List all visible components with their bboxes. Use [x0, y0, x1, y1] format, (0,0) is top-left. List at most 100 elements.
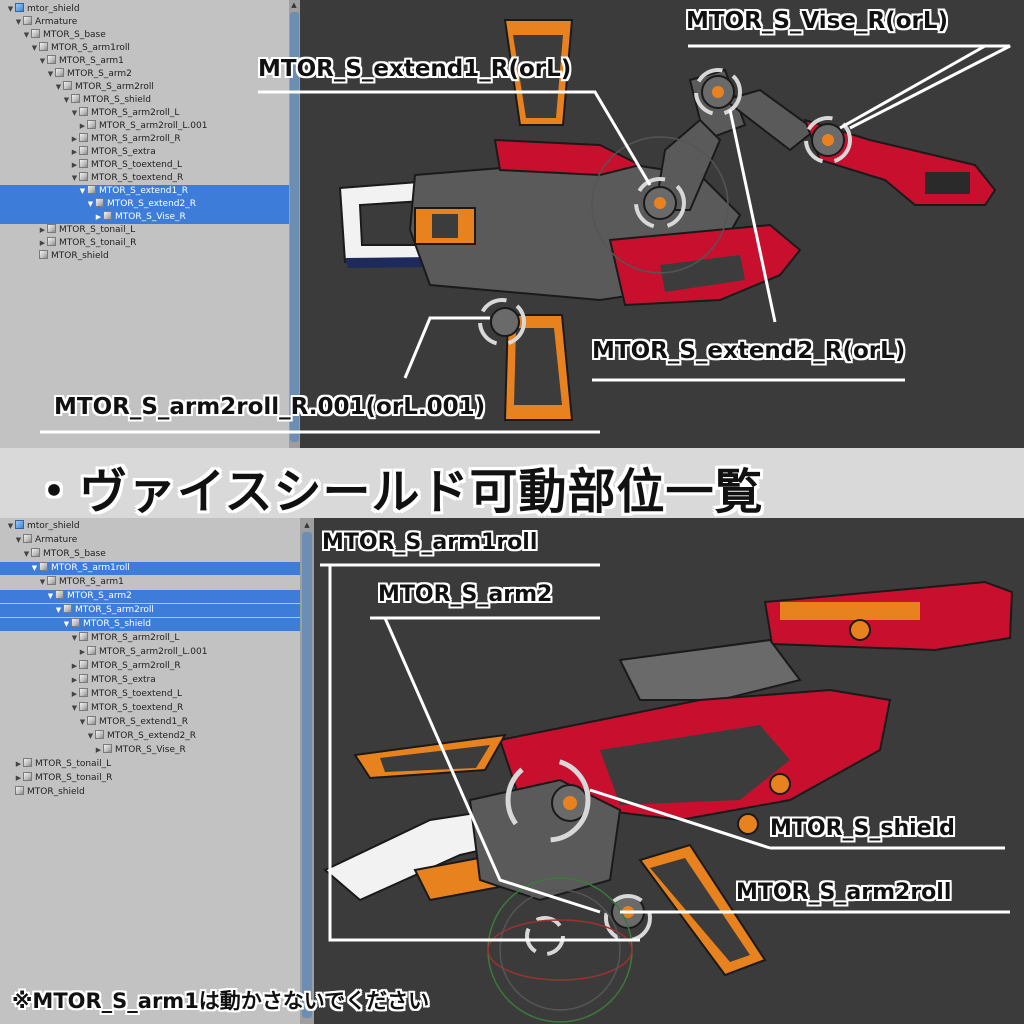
- collapse-arrow-icon[interactable]: ▼: [87, 200, 94, 208]
- hierarchy-item[interactable]: ▼mtor_shield: [0, 3, 289, 16]
- hierarchy-item-label: MTOR_S_arm1roll: [51, 563, 130, 573]
- hierarchy-item[interactable]: ▶ MTOR_S_tonail_R: [0, 772, 300, 785]
- hierarchy-item[interactable]: ▶MTOR_S_extra: [0, 674, 300, 687]
- expand-arrow-icon[interactable]: ▶: [71, 676, 78, 684]
- expand-arrow-icon[interactable]: ▶: [79, 648, 86, 656]
- hierarchy-item[interactable]: ▼MTOR_S_arm2roll: [0, 81, 289, 94]
- collapse-arrow-icon[interactable]: ▼: [7, 522, 14, 530]
- collapse-arrow-icon[interactable]: ▼: [71, 174, 78, 182]
- hierarchy-item[interactable]: ▼MTOR_S_toextend_R: [0, 702, 300, 715]
- hierarchy-item[interactable]: ▼ MTOR_S_arm2: [0, 68, 289, 81]
- hierarchy-item[interactable]: ▶MTOR_S_tonail_R: [0, 237, 289, 250]
- expand-arrow-icon[interactable]: ▶: [95, 746, 102, 754]
- expand-arrow-icon[interactable]: ▶: [71, 690, 78, 698]
- hierarchy-item[interactable]: ▼MTOR_S_arm1roll: [0, 42, 289, 55]
- expand-arrow-icon[interactable]: ▶: [39, 239, 46, 247]
- collapse-arrow-icon[interactable]: ▼: [31, 564, 38, 572]
- hierarchy-item[interactable]: ▶MTOR_S_arm2roll_R: [0, 133, 289, 146]
- hierarchy-item-label: MTOR_S_extend1_R: [99, 717, 188, 727]
- expand-arrow-icon[interactable]: ▶: [71, 161, 78, 169]
- collapse-arrow-icon[interactable]: ▼: [71, 634, 78, 642]
- gameobject-cube-icon: [31, 29, 40, 38]
- collapse-arrow-icon[interactable]: ▼: [7, 5, 14, 13]
- hierarchy-item[interactable]: ▶MTOR_S_tonail_L: [0, 758, 300, 771]
- collapse-arrow-icon[interactable]: ▼: [23, 31, 30, 39]
- hierarchy-item[interactable]: MTOR_shield: [0, 786, 300, 799]
- hierarchy-item[interactable]: ▶MTOR_S_arm2roll_R: [0, 660, 300, 673]
- callout-extend2: MTOR_S_extend2_R(orL): [592, 338, 906, 364]
- hierarchy-item[interactable]: ▼MTOR_S_arm2: [0, 590, 300, 603]
- hierarchy-item[interactable]: ▼MTOR_S_toextend_R: [0, 172, 289, 185]
- scroll-up-arrow-icon[interactable]: ▲: [304, 521, 310, 529]
- collapse-arrow-icon[interactable]: ▼: [15, 18, 22, 26]
- hierarchy-item[interactable]: ▶MTOR_S_tonail_L: [0, 224, 289, 237]
- hierarchy-item[interactable]: ▼MTOR_S_shield: [0, 618, 300, 631]
- hierarchy-item[interactable]: ▼MTOR_S_base: [0, 29, 289, 42]
- hierarchy-item[interactable]: ▶MTOR_S_arm2roll_L.001: [0, 120, 289, 133]
- expand-arrow-icon[interactable]: ▶: [95, 213, 102, 221]
- collapse-arrow-icon[interactable]: ▼: [39, 578, 46, 586]
- gameobject-cube-icon: [47, 237, 56, 246]
- hierarchy-item[interactable]: ▼MTOR_S_extend2_R: [0, 730, 300, 743]
- expand-arrow-icon[interactable]: ▶: [79, 122, 86, 130]
- expand-arrow-icon[interactable]: ▶: [39, 226, 46, 234]
- scroll-up-arrow-icon[interactable]: ▲: [291, 1, 297, 9]
- collapse-arrow-icon[interactable]: ▼: [55, 606, 62, 614]
- hierarchy-item[interactable]: ▼MTOR_S_extend2_R: [0, 198, 289, 211]
- collapse-arrow-icon[interactable]: ▼: [55, 83, 62, 91]
- collapse-arrow-icon[interactable]: ▼: [79, 718, 86, 726]
- gameobject-cube-icon: [47, 576, 56, 585]
- hierarchy-item[interactable]: ▼ Armature: [0, 534, 300, 547]
- scroll-thumb-top[interactable]: [290, 12, 299, 442]
- hierarchy-item[interactable]: ▶MTOR_S_extra: [0, 146, 289, 159]
- gameobject-cube-icon: [31, 548, 40, 557]
- hierarchy-item[interactable]: ▼ MTOR_S_extend1_R: [0, 716, 300, 729]
- hierarchy-item[interactable]: ▼MTOR_S_shield: [0, 94, 289, 107]
- hierarchy-item-label: MTOR_S_tonail_R: [35, 773, 113, 783]
- scrollbar-bottom[interactable]: ▲: [300, 518, 314, 1024]
- gameobject-cube-icon: [71, 94, 80, 103]
- expand-arrow-icon[interactable]: ▶: [15, 774, 22, 782]
- expand-arrow-icon[interactable]: ▶: [15, 760, 22, 768]
- collapse-arrow-icon[interactable]: ▼: [39, 57, 46, 65]
- hierarchy-item[interactable]: ▶MTOR_S_toextend_L: [0, 159, 289, 172]
- hierarchy-item-label: MTOR_S_arm2: [67, 69, 132, 79]
- gameobject-cube-icon: [79, 133, 88, 142]
- hierarchy-item[interactable]: ▼MTOR_S_arm1: [0, 576, 300, 589]
- collapse-arrow-icon[interactable]: ▼: [15, 536, 22, 544]
- collapse-arrow-icon[interactable]: ▼: [47, 592, 54, 600]
- collapse-arrow-icon[interactable]: ▼: [71, 704, 78, 712]
- scroll-thumb-bottom[interactable]: [302, 532, 312, 1018]
- hierarchy-item[interactable]: ▼MTOR_S_extend1_R: [0, 185, 289, 198]
- hierarchy-item[interactable]: ▶ MTOR_S_Vise_R: [0, 744, 300, 757]
- collapse-arrow-icon[interactable]: ▼: [63, 96, 70, 104]
- hierarchy-item[interactable]: ▼ MTOR_S_arm2roll_L: [0, 107, 289, 120]
- collapse-arrow-icon[interactable]: ▼: [79, 187, 86, 195]
- collapse-arrow-icon[interactable]: ▼: [47, 70, 54, 78]
- hierarchy-item[interactable]: ▶MTOR_S_arm2roll_L.001: [0, 646, 300, 659]
- hierarchy-item[interactable]: ▼MTOR_S_arm1: [0, 55, 289, 68]
- hierarchy-item[interactable]: ▶MTOR_S_toextend_L: [0, 688, 300, 701]
- expand-arrow-icon[interactable]: ▶: [71, 135, 78, 143]
- hierarchy-item-label: Armature: [35, 535, 78, 545]
- hierarchy-item[interactable]: ▶MTOR_S_Vise_R: [0, 211, 289, 224]
- hierarchy-item[interactable]: ▼mtor_shield: [0, 520, 300, 533]
- hierarchy-item-label: MTOR_S_arm2roll_L: [91, 108, 180, 118]
- collapse-arrow-icon[interactable]: ▼: [63, 620, 70, 628]
- collapse-arrow-icon[interactable]: ▼: [87, 732, 94, 740]
- hierarchy-item[interactable]: ▼ MTOR_S_arm1roll: [0, 562, 300, 575]
- collapse-arrow-icon[interactable]: ▼: [71, 109, 78, 117]
- hierarchy-item[interactable]: ▼MTOR_S_base: [0, 548, 300, 561]
- expand-arrow-icon[interactable]: ▶: [71, 148, 78, 156]
- hierarchy-item[interactable]: ▼MTOR_S_arm2roll: [0, 604, 300, 617]
- hierarchy-item[interactable]: ▼Armature: [0, 16, 289, 29]
- expand-arrow-icon[interactable]: ▶: [71, 662, 78, 670]
- collapse-arrow-icon[interactable]: ▼: [31, 44, 38, 52]
- hierarchy-panel-bottom: ▼mtor_shield▼Armature▼MTOR_S_base▼MTOR_S…: [0, 518, 314, 1024]
- hierarchy-item[interactable]: ▼MTOR_S_arm2roll_L: [0, 632, 300, 645]
- hierarchy-item-label: MTOR_S_Vise_R: [115, 745, 186, 755]
- collapse-arrow-icon[interactable]: ▼: [23, 550, 30, 558]
- scrollbar-top[interactable]: ▲: [289, 0, 300, 448]
- hierarchy-item[interactable]: MTOR_shield: [0, 250, 289, 263]
- callout-vise: MTOR_S_Vise_R(orL): [686, 8, 949, 34]
